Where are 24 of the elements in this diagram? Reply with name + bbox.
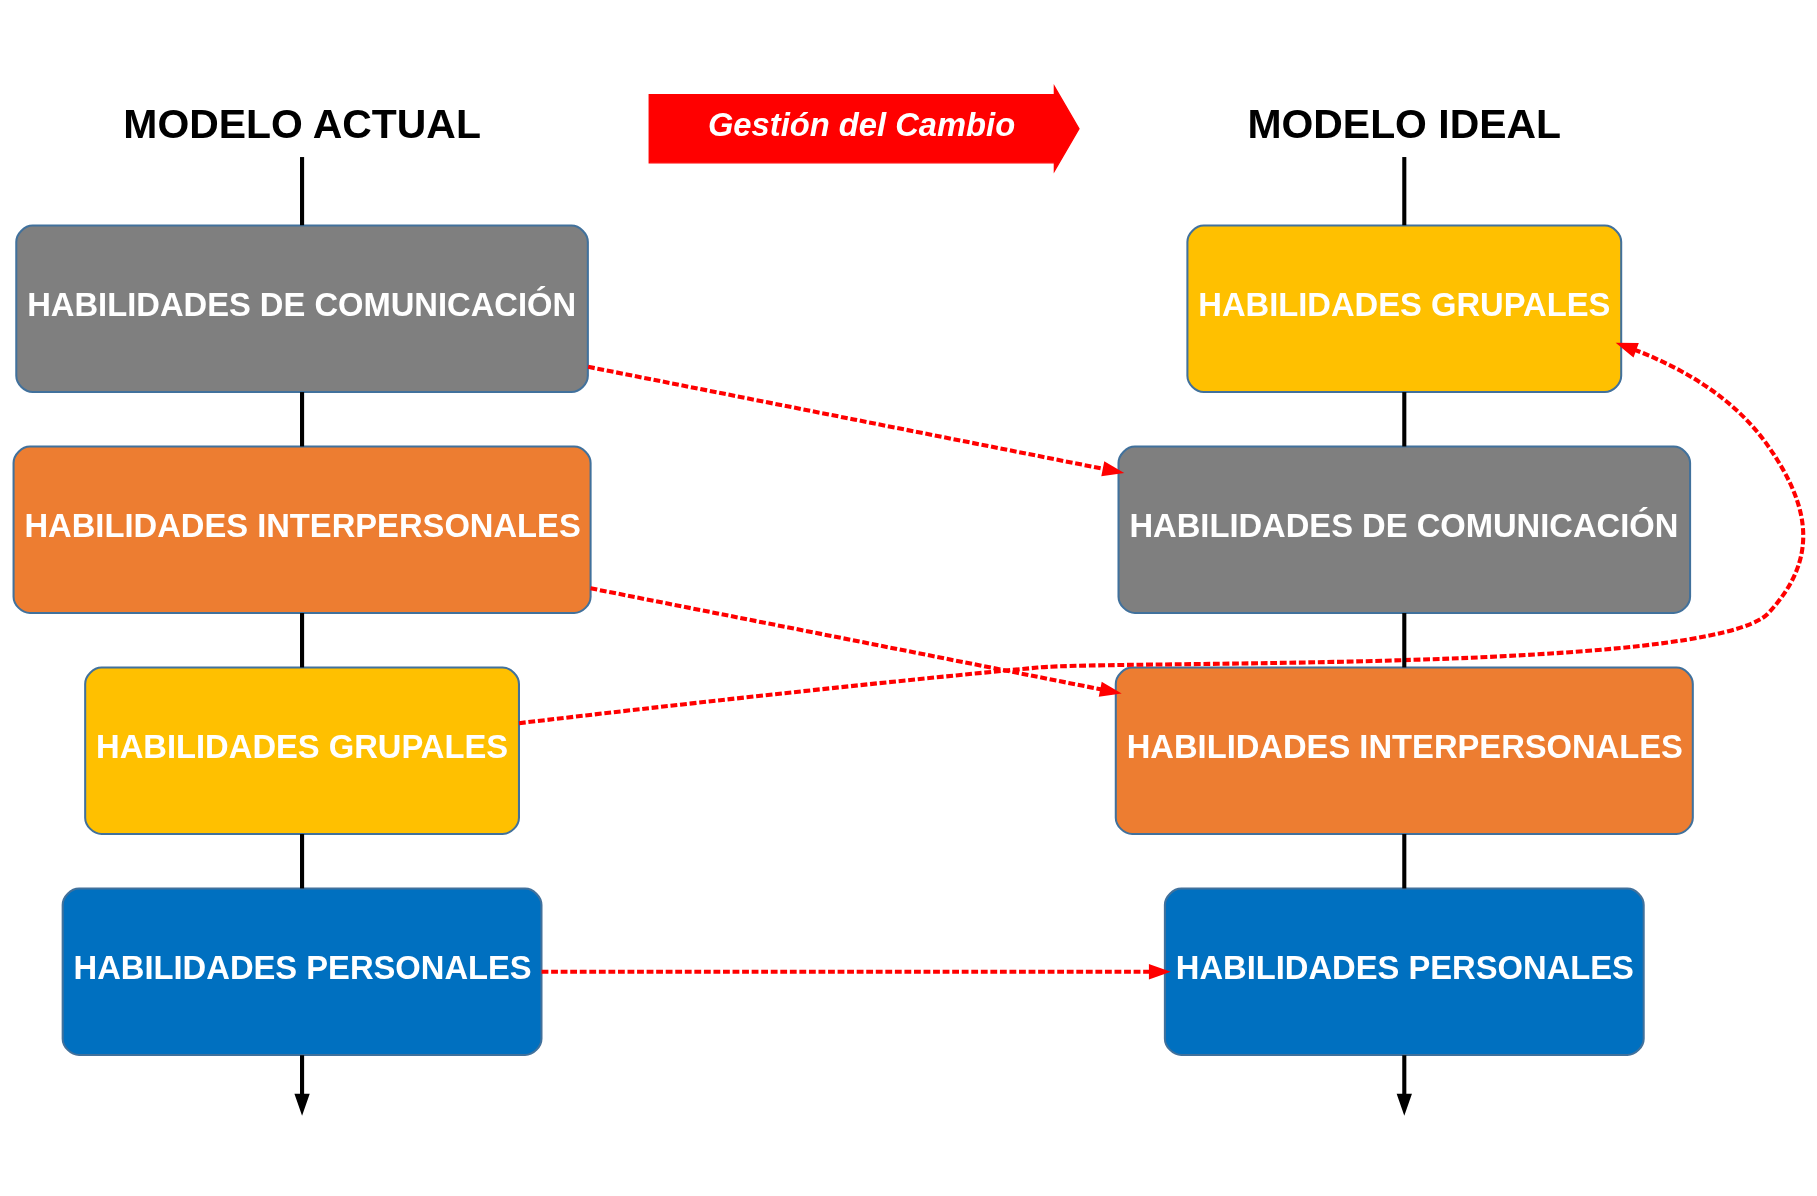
node-box: HABILIDADES PERSONALES (61, 887, 543, 1056)
connector (300, 833, 305, 888)
node-box: HABILIDADES GRUPALES (84, 666, 520, 835)
connector (300, 156, 305, 225)
arrow (294, 1054, 310, 1116)
node-text: MODELO IDEAL (1247, 100, 1562, 147)
node-box: HABILIDADES INTERPERSONALES (12, 445, 592, 614)
connector (1402, 833, 1407, 888)
arrow (1396, 1054, 1412, 1116)
connector (1402, 156, 1407, 225)
connector (300, 612, 305, 667)
arrow (587, 364, 1125, 476)
arrow (590, 585, 1122, 697)
connector (1402, 612, 1407, 667)
node-text: MODELO ACTUAL (123, 100, 481, 147)
node-box: HABILIDADES INTERPERSONALES (1114, 666, 1694, 835)
node-box: HABILIDADES DE COMUNICACIÓN (15, 224, 589, 393)
node-box: HABILIDADES GRUPALES (1186, 224, 1623, 393)
node-box: HABILIDADES DE COMUNICACIÓN (1117, 445, 1692, 614)
arrow (518, 342, 1805, 725)
node-box: HABILIDADES PERSONALES (1163, 887, 1645, 1056)
connector (300, 391, 305, 446)
arrow (541, 963, 1171, 979)
connector (1402, 391, 1407, 446)
